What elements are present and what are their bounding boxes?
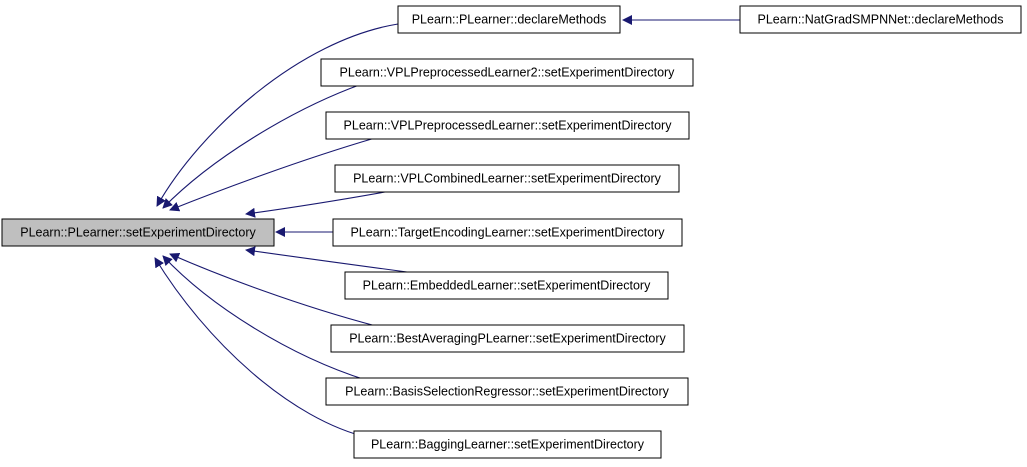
edge-bagging-to-focus: [154, 257, 371, 439]
edge-declare-methods-to-focus: [156, 23, 399, 207]
node-vpl-preprocessed-learner2[interactable]: PLearn::VPLPreprocessedLearner2::setExpe…: [320, 58, 694, 87]
node-bagging-learner[interactable]: PLearn::BaggingLearner::setExperimentDir…: [353, 430, 662, 459]
node-label: PLearn::PLearner::declareMethods: [412, 13, 607, 27]
node-label: PLearn::VPLPreprocessedLearner::setExper…: [344, 119, 673, 133]
node-label: PLearn::PLearner::setExperimentDirectory: [20, 226, 256, 240]
node-natgrad-smpnnet-declare-methods[interactable]: PLearn::NatGradSMPNNet::declareMethods: [739, 5, 1022, 34]
node-embedded-learner[interactable]: PLearn::EmbeddedLearner::setExperimentDi…: [344, 271, 669, 300]
edge-basis-to-focus: [162, 255, 367, 381]
node-label: PLearn::BasisSelectionRegressor::setExpe…: [345, 385, 669, 399]
edge-vplpre-to-focus: [169, 137, 376, 212]
edge-embedded-to-focus: [245, 246, 408, 273]
node-label: PLearn::NatGradSMPNNet::declareMethods: [758, 13, 1004, 27]
node-plearner-declare-methods[interactable]: PLearn::PLearner::declareMethods: [397, 5, 621, 34]
node-label: PLearn::VPLCombinedLearner::setExperimen…: [353, 172, 662, 186]
node-target-encoding-learner[interactable]: PLearn::TargetEncodingLearner::setExperi…: [332, 218, 683, 247]
node-basis-selection-regressor[interactable]: PLearn::BasisSelectionRegressor::setExpe…: [325, 377, 689, 406]
nodes: PLearn::PLearner::setExperimentDirectory…: [1, 5, 1022, 459]
node-label: PLearn::TargetEncodingLearner::setExperi…: [350, 226, 665, 240]
node-label: PLearn::EmbeddedLearner::setExperimentDi…: [363, 279, 651, 293]
node-label: PLearn::BestAveragingPLearner::setExperi…: [349, 332, 666, 346]
edge-bestavg-to-focus: [169, 253, 377, 327]
node-label: PLearn::BaggingLearner::setExperimentDir…: [371, 438, 645, 452]
node-focus-set-experiment-directory[interactable]: PLearn::PLearner::setExperimentDirectory: [1, 218, 275, 247]
edges: [154, 15, 740, 439]
node-best-averaging-plearner[interactable]: PLearn::BestAveragingPLearner::setExperi…: [330, 324, 685, 353]
node-vpl-combined-learner[interactable]: PLearn::VPLCombinedLearner::setExperimen…: [334, 164, 680, 193]
edge-vplpre2-to-focus: [162, 83, 363, 209]
edge-vplcomb-to-focus: [245, 191, 386, 218]
node-vpl-preprocessed-learner[interactable]: PLearn::VPLPreprocessedLearner::setExper…: [325, 111, 690, 140]
node-label: PLearn::VPLPreprocessedLearner2::setExpe…: [340, 66, 676, 80]
